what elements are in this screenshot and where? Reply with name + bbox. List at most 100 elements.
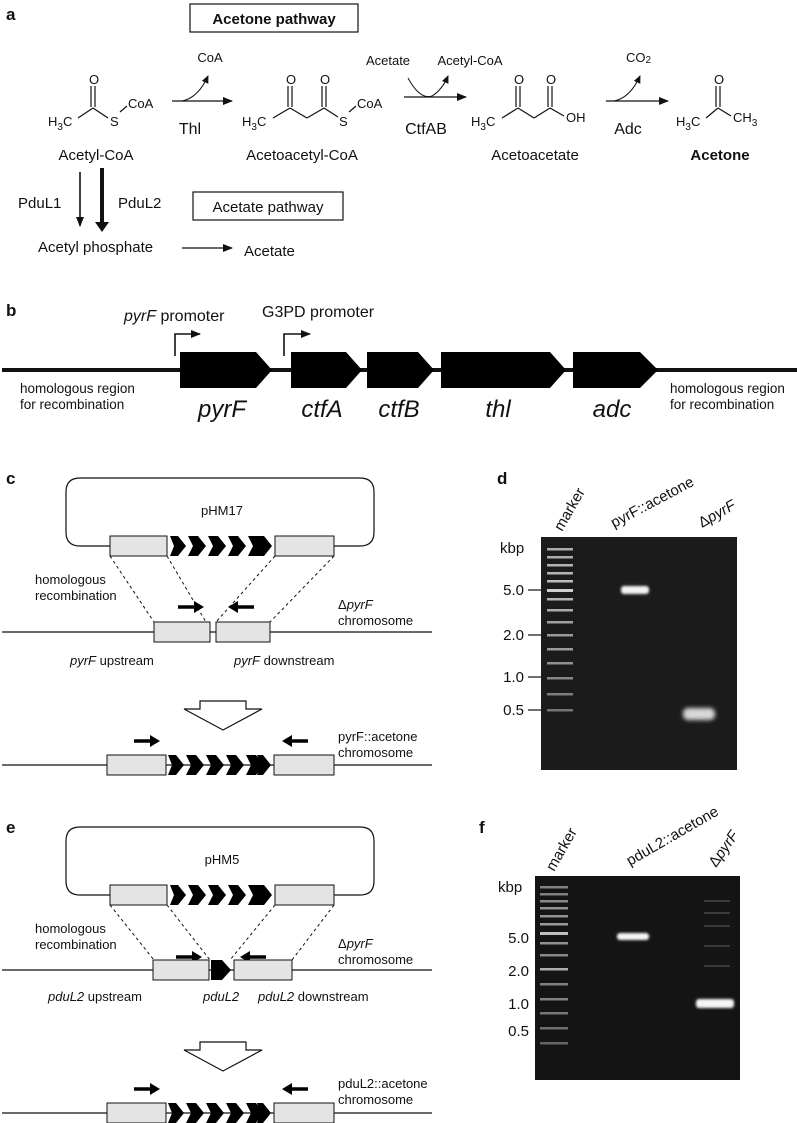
gene-label-ctfa: ctfA bbox=[301, 396, 342, 423]
g3pd-promoter-arrow bbox=[283, 330, 311, 356]
transition-arrow-e bbox=[183, 1041, 263, 1072]
acetyl-coa-sulfur: S bbox=[110, 114, 119, 129]
lane-label-marker-d: marker bbox=[551, 485, 589, 534]
result-label-e-1: pduL2::acetone bbox=[338, 1076, 428, 1091]
primer-arrows-c bbox=[178, 601, 254, 613]
panel-label-d: d bbox=[497, 469, 507, 488]
pdul2-arrow-head bbox=[95, 222, 109, 232]
gene-label-thl: thl bbox=[485, 396, 511, 423]
acetyl-coa-name: Acetyl-CoA bbox=[58, 147, 133, 164]
gene-pyrf bbox=[180, 352, 272, 388]
pyrf-upstream-block bbox=[153, 621, 211, 643]
gene-label-pyrf: pyrF bbox=[197, 396, 247, 423]
result-label-2: chromosome bbox=[338, 745, 413, 760]
acetoacetate-structure bbox=[501, 86, 565, 119]
svg-text:O: O bbox=[714, 72, 724, 87]
acetoacetyl-coa-name: Acetoacetyl-CoA bbox=[246, 147, 358, 164]
crossover-lines-e bbox=[109, 904, 335, 961]
svg-text:O: O bbox=[286, 72, 296, 87]
plasmid-homology-right bbox=[274, 535, 335, 557]
result-primer-arrows-c bbox=[134, 735, 308, 747]
acetone-pathway-label: Acetone pathway bbox=[212, 11, 336, 28]
panel-label-c: c bbox=[6, 469, 15, 488]
transition-arrow-c bbox=[183, 700, 263, 731]
acetyl-coa-oxygen: O bbox=[89, 72, 99, 87]
gel-image-f bbox=[535, 876, 740, 1080]
svg-text:H3C: H3C bbox=[676, 114, 700, 133]
result-homology-left-e bbox=[106, 1102, 167, 1123]
gel-ticks-d bbox=[528, 589, 541, 711]
homologous-right-1: homologous region bbox=[670, 381, 785, 396]
acetyl-coa-coa: CoA bbox=[128, 96, 154, 111]
coa-release-arrow bbox=[181, 75, 209, 102]
acetyl-coa-out-label: Acetyl-CoA bbox=[437, 53, 502, 68]
panel-b: b pyrF promoter G3PD promoter homologous… bbox=[2, 301, 797, 423]
crossover-lines bbox=[109, 555, 335, 623]
gel-image-d bbox=[541, 537, 737, 770]
lane-label-marker-f: marker bbox=[543, 825, 581, 874]
acetate-pathway-box bbox=[192, 191, 344, 221]
acetone-structure bbox=[705, 86, 732, 119]
pdul2-middle-label: pduL2 bbox=[202, 989, 240, 1004]
kbp-label-f: kbp bbox=[498, 879, 522, 896]
svg-text:O: O bbox=[514, 72, 524, 87]
acetone-pathway-box bbox=[189, 3, 359, 33]
homologous-label-1: homologous bbox=[35, 572, 106, 587]
tick-label-f-1: 1.0 bbox=[508, 996, 529, 1013]
plasmid-name-e: pHM5 bbox=[205, 852, 240, 867]
panel-label-f: f bbox=[479, 818, 485, 837]
acetyl-phosphate-name: Acetyl phosphate bbox=[38, 239, 153, 256]
plasmid-homology-right-e bbox=[274, 884, 335, 906]
marker-ladder-f bbox=[540, 886, 568, 1045]
gene-label-adc: adc bbox=[593, 396, 632, 423]
pdul2-upstream-label: pduL2 upstream bbox=[47, 989, 142, 1004]
pyrf-downstream-block bbox=[215, 621, 271, 643]
enzyme-ctfab: CtfAB bbox=[405, 121, 447, 138]
plasmid-outline bbox=[65, 477, 375, 547]
panel-label-a: a bbox=[6, 5, 16, 24]
tick-label-d-5: 5.0 bbox=[503, 582, 524, 599]
svg-text:H3C: H3C bbox=[242, 114, 266, 133]
svg-text:H3C: H3C bbox=[48, 114, 72, 133]
band-pyrf-acetone bbox=[621, 586, 649, 594]
result-homology-right-e bbox=[273, 1102, 335, 1123]
panel-d: d marker pyrF::acetone ΔpyrF kbp bbox=[497, 469, 739, 770]
enzyme-thl: Thl bbox=[179, 121, 201, 138]
pdul2-gene-block bbox=[211, 960, 231, 980]
kbp-label-d: kbp bbox=[500, 540, 524, 557]
coa-released-label: CoA bbox=[197, 50, 223, 65]
tick-label-f-05: 0.5 bbox=[508, 1023, 529, 1040]
plasmid-gene-arrows-e bbox=[170, 885, 272, 905]
plasmid-homology-left bbox=[109, 535, 168, 557]
tick-label-f-2: 2.0 bbox=[508, 963, 529, 980]
plasmid-homology-left-e bbox=[109, 884, 168, 906]
tick-label-d-1: 1.0 bbox=[503, 669, 524, 686]
result-gene-arrows-c bbox=[168, 755, 271, 775]
panel-c: c pHM17 homologous recombination bbox=[2, 469, 432, 776]
panel-f: f marker pduL2::acetone ΔpyrF kbp bbox=[479, 803, 743, 1080]
acetone-name: Acetone bbox=[690, 147, 749, 164]
pdul2-upstream-block bbox=[152, 959, 210, 981]
enzyme-pdul1: PduL1 bbox=[18, 195, 61, 212]
acetoacetate-name: Acetoacetate bbox=[491, 147, 579, 164]
result-homology-right bbox=[273, 754, 335, 776]
plasmid-gene-arrows bbox=[170, 536, 272, 556]
tick-label-d-2: 2.0 bbox=[503, 627, 524, 644]
enzyme-pdul2: PduL2 bbox=[118, 195, 161, 212]
co2-release-arrow bbox=[613, 75, 641, 102]
pyrf-upstream-label: pyrF upstream bbox=[69, 653, 154, 668]
svg-text:O: O bbox=[546, 72, 556, 87]
panel-e: e pHM5 homologous recombination bbox=[2, 818, 432, 1123]
svg-text:S: S bbox=[339, 114, 348, 129]
chromosome-label-e: chromosome bbox=[338, 952, 413, 967]
pdul2-downstream-label: pduL2 downstream bbox=[257, 989, 369, 1004]
svg-text:H3C: H3C bbox=[471, 114, 495, 133]
acetate-exchange-arrow bbox=[407, 75, 449, 98]
homologous-label-e-1: homologous bbox=[35, 921, 106, 936]
gene-adc bbox=[573, 352, 658, 388]
delta-pyrf-label-e: ΔpyrF bbox=[338, 936, 374, 951]
g3pd-promoter-label: G3PD promoter bbox=[262, 304, 375, 321]
band-delta-pyrf-f bbox=[696, 999, 734, 1008]
lane-label-delta-pyrf-f: ΔpyrF bbox=[705, 827, 742, 870]
